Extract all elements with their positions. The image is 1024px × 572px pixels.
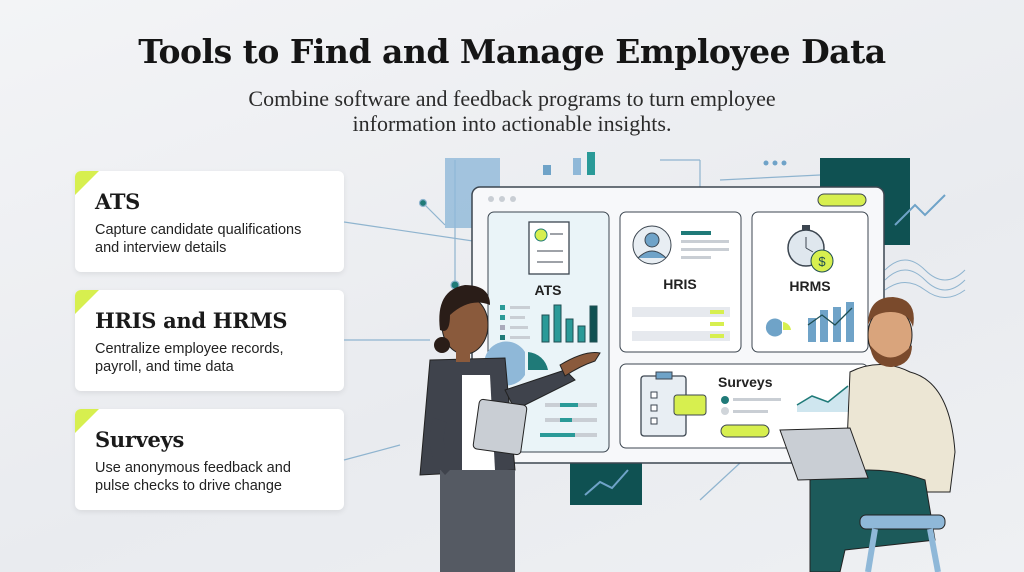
window-action-pill xyxy=(817,193,867,207)
card-title: ATS xyxy=(95,189,141,214)
woman-presenter-figure xyxy=(419,285,601,572)
dollar-coin-icon xyxy=(810,249,834,273)
user-avatar-icon xyxy=(632,225,672,265)
card-description: Centralize employee records, payroll, an… xyxy=(95,341,284,375)
panel-hrms-label: HRMS xyxy=(789,278,831,294)
card-surveys: Surveys Use anonymous feedback and pulse… xyxy=(75,409,344,510)
panel-surveys-label: Surveys xyxy=(718,374,773,390)
stool xyxy=(859,514,946,530)
panel-hris-label: HRIS xyxy=(663,276,697,292)
card-description: Capture candidate qualifications and int… xyxy=(95,222,302,256)
page-subtitle: Combine software and feedback programs t… xyxy=(248,86,776,136)
chat-bubble-icon xyxy=(673,394,707,416)
card-ats: ATS Capture candidate qualifications and… xyxy=(75,171,344,272)
survey-action-pill xyxy=(720,424,770,438)
panel-ats-label: ATS xyxy=(534,282,562,298)
man-with-laptop-figure xyxy=(779,297,956,572)
laptop-icon xyxy=(779,427,869,481)
card-description: Use anonymous feedback and pulse checks … xyxy=(95,460,291,494)
resume-icon xyxy=(528,221,570,275)
card-hris-hrms: HRIS and HRMS Centralize employee record… xyxy=(75,290,344,391)
page-title: Tools to Find and Manage Employee Data xyxy=(138,32,886,71)
card-title: Surveys xyxy=(95,427,184,452)
svg-text:$: $ xyxy=(818,254,826,269)
card-title: HRIS and HRMS xyxy=(95,308,288,333)
clipboard-icon xyxy=(640,371,687,437)
